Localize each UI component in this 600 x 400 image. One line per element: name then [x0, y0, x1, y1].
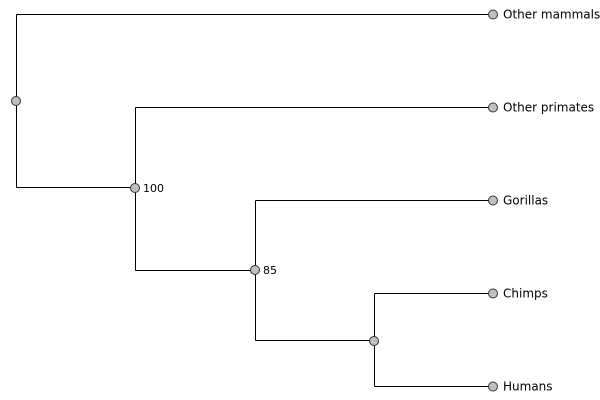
- tip-label-gorillas: Gorillas: [503, 194, 548, 208]
- tip-nodes: [488, 9, 498, 392]
- tip-labels: Other mammals Other primates Gorillas Ch…: [503, 8, 600, 394]
- tip-label-other-mammals: Other mammals: [503, 8, 600, 22]
- tip-node-gorillas[interactable]: [488, 195, 498, 206]
- node-chimp-human[interactable]: [369, 336, 379, 346]
- tip-node-humans[interactable]: [488, 381, 498, 392]
- support-label-primates: 100: [143, 182, 164, 195]
- support-values: 100 85: [143, 182, 277, 277]
- tip-node-other-mammals[interactable]: [488, 9, 498, 20]
- node-african-apes[interactable]: [250, 265, 260, 275]
- node-primates[interactable]: [130, 183, 140, 193]
- tip-node-chimps[interactable]: [488, 288, 498, 299]
- tip-label-other-primates: Other primates: [503, 101, 594, 115]
- branches: [16, 14, 493, 387]
- node-root[interactable]: [11, 96, 21, 106]
- tip-label-humans: Humans: [503, 380, 553, 394]
- tip-node-other-primates[interactable]: [488, 102, 498, 113]
- support-label-african-apes: 85: [263, 264, 277, 277]
- tip-label-chimps: Chimps: [503, 287, 548, 301]
- internal-nodes: [11, 96, 379, 346]
